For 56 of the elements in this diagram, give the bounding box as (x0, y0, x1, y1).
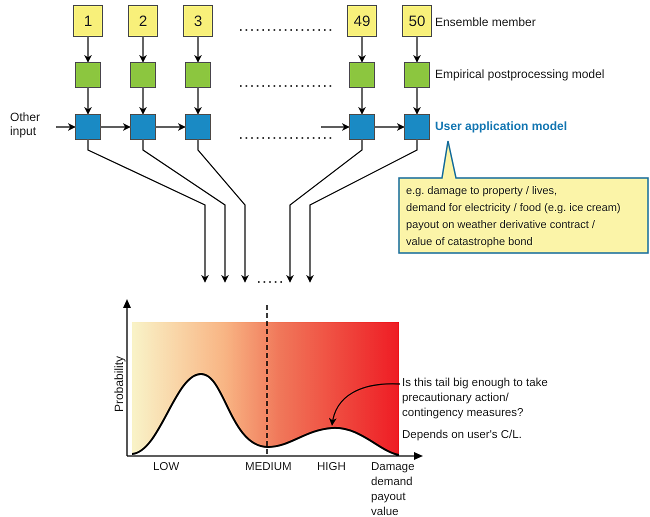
leader-line (329, 383, 400, 426)
application-model-box (130, 114, 156, 140)
arrow (194, 88, 202, 115)
arrow (139, 37, 147, 63)
callout-text: payout on weather derivative contract / (406, 218, 596, 233)
arrow (142, 140, 229, 283)
postprocessing-box (75, 62, 101, 88)
arrow (358, 88, 366, 115)
arrow (413, 37, 421, 63)
axis-category: MEDIUM (245, 460, 292, 474)
series-label: User application model (435, 119, 568, 133)
arrow (306, 140, 418, 283)
postprocessing-box (404, 62, 430, 88)
annotation-text: Depends on user's C/L. (402, 428, 522, 442)
ensemble-member-box (347, 5, 377, 37)
application-model-box (185, 114, 211, 140)
ensemble-member-box (183, 5, 213, 37)
callout-text: value of catastrophe bond (406, 235, 534, 250)
arrow (413, 88, 421, 115)
arrow (84, 37, 92, 63)
callout-text: demand for electricity / food (e.g. ice cream) (406, 201, 621, 216)
member-number: 50 (408, 13, 426, 30)
application-model-box (75, 114, 101, 140)
axis-title: Damage demand payout value (371, 460, 416, 517)
axis-category: HIGH (317, 460, 346, 474)
ensemble-member-box (73, 5, 103, 37)
member-number: 49 (352, 13, 372, 30)
postprocessing-box (349, 62, 375, 88)
arrow (156, 123, 186, 131)
annotation-text: Is this tail big enough to take precautionary action/ contingency measures? (402, 376, 570, 422)
postprocessing-box (130, 62, 156, 88)
callout-text: e.g. damage to property / lives, (406, 184, 558, 199)
arrow (84, 88, 92, 115)
series-label: Empirical postprocessing model (435, 67, 604, 81)
member-number: 2 (138, 13, 148, 30)
arrow (139, 88, 147, 115)
arrow (197, 140, 249, 283)
axis-title: Probability (112, 356, 126, 412)
arrow (101, 123, 131, 131)
arrow (194, 37, 202, 63)
member-number: 3 (192, 13, 204, 30)
member-number: 1 (82, 13, 94, 30)
arrow (286, 140, 363, 283)
input-label: Other input (10, 110, 50, 140)
arrow (321, 123, 350, 131)
arrow (87, 140, 209, 283)
axis-category: LOW (153, 460, 180, 474)
application-model-box (404, 114, 430, 140)
application-model-box (349, 114, 375, 140)
arrow (358, 37, 366, 63)
ensemble-member-box (402, 5, 432, 37)
postprocessing-box (185, 62, 211, 88)
arrow (375, 123, 405, 131)
arrow (56, 123, 76, 131)
series-label: Ensemble member (435, 15, 536, 29)
ensemble-member-box (128, 5, 158, 37)
